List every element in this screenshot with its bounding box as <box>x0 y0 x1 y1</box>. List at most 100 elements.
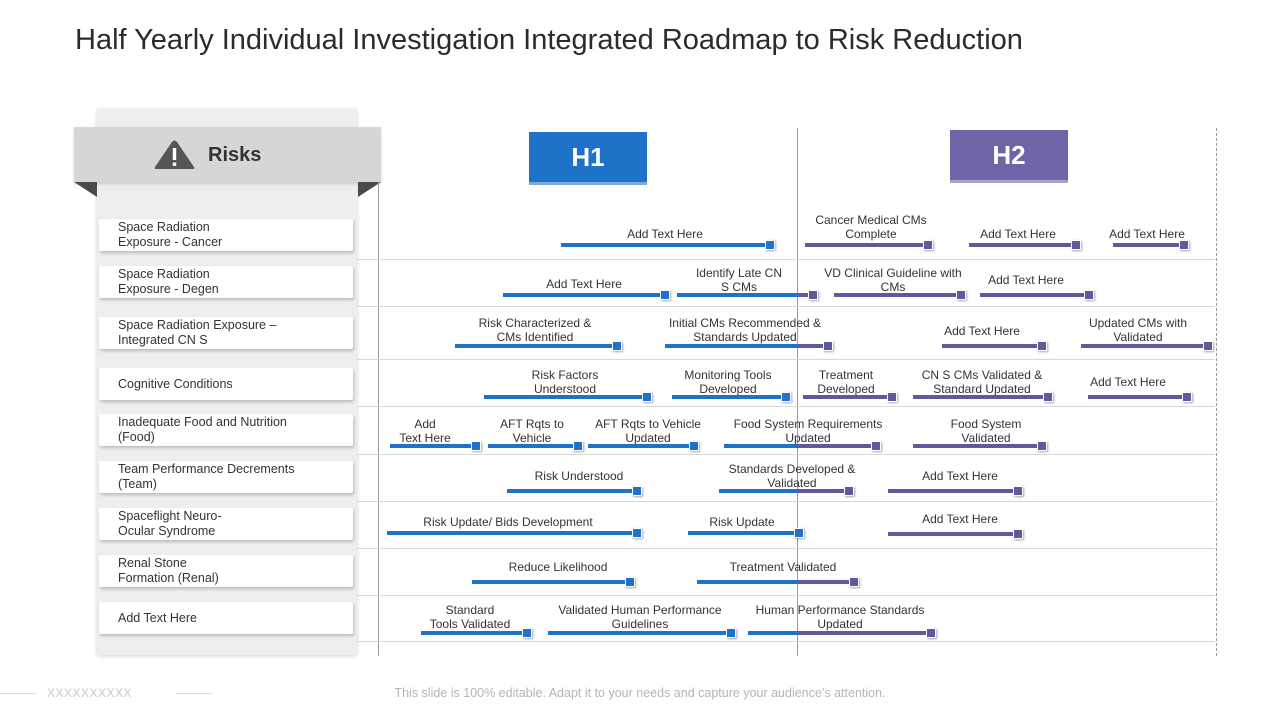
timeline-end-line <box>1216 128 1217 656</box>
milestone-marker <box>871 441 881 451</box>
task-bar <box>719 486 854 496</box>
task-label: Add Text Here <box>1109 227 1185 241</box>
task-label: Add Text Here <box>922 512 998 526</box>
task-label: Validated Human Performance Guidelines <box>558 603 722 631</box>
task-label: Risk Factors Understood <box>531 368 599 396</box>
task-label: Standard Tools Validated <box>429 603 511 631</box>
milestone-marker <box>923 240 933 250</box>
milestone-marker <box>765 240 775 250</box>
task-bar <box>688 528 804 538</box>
task-label: Risk Update <box>709 515 775 529</box>
task-bar <box>888 486 1023 496</box>
risk-card-team: Team Performance Decrements (Team) <box>99 461 353 493</box>
row-separator <box>357 359 1215 360</box>
task-label: Add Text Here <box>546 277 622 291</box>
risks-header-fold-right <box>358 182 381 197</box>
task-bar <box>969 240 1081 250</box>
task-label: Food System Requirements Updated <box>733 417 883 445</box>
milestone-marker <box>612 341 622 351</box>
task-bar <box>1081 341 1213 351</box>
footer-note: This slide is 100% editable. Adapt it to… <box>394 686 886 700</box>
footer-rule-left <box>0 693 36 694</box>
task-bar <box>805 240 933 250</box>
milestone-marker <box>632 528 642 538</box>
task-bar <box>942 341 1047 351</box>
row-separator <box>357 641 1215 642</box>
milestone-marker <box>1084 290 1094 300</box>
milestone-marker <box>642 392 652 402</box>
task-bar <box>803 392 897 402</box>
task-bar <box>484 392 652 402</box>
milestone-marker <box>1182 392 1192 402</box>
task-label: Identify Late CN S CMs <box>695 266 783 294</box>
task-label: Updated CMs with Validated <box>1088 316 1188 344</box>
task-bar <box>503 290 670 300</box>
task-bar <box>748 628 936 638</box>
milestone-marker <box>726 628 736 638</box>
task-bar <box>561 240 775 250</box>
row-separator <box>357 548 1215 549</box>
task-label: Human Performance Standards Updated <box>755 603 925 631</box>
row-separator <box>357 595 1215 596</box>
task-bar <box>421 628 532 638</box>
task-label: Reduce Likelihood <box>508 560 608 574</box>
task-label: Treatment Validated <box>729 560 837 574</box>
risks-header-fold-left <box>74 182 97 197</box>
row-separator <box>357 259 1215 260</box>
milestone-marker <box>1179 240 1189 250</box>
milestone-marker <box>808 290 818 300</box>
task-bar <box>834 290 966 300</box>
task-bar <box>472 577 635 587</box>
task-bar <box>507 486 642 496</box>
milestone-marker <box>794 528 804 538</box>
risk-card-cancer: Space Radiation Exposure - Cancer <box>99 219 353 251</box>
task-bar <box>1088 392 1192 402</box>
task-label: Food System Validated <box>950 417 1022 445</box>
task-label: Monitoring Tools Developed <box>684 368 772 396</box>
row-separator <box>357 306 1215 307</box>
row-separator <box>357 501 1215 502</box>
task-bar <box>455 341 622 351</box>
milestone-marker <box>887 392 897 402</box>
risk-label: Add Text Here <box>118 610 197 625</box>
milestone-marker <box>1037 441 1047 451</box>
task-bar <box>488 441 583 451</box>
row-separator <box>357 406 1215 407</box>
milestone-marker <box>689 441 699 451</box>
task-bar <box>980 290 1094 300</box>
task-label: Risk Update/ Bids Development <box>423 515 593 529</box>
risk-card-cns: Space Radiation Exposure – Integrated CN… <box>99 317 353 349</box>
task-label: Cancer Medical CMs Complete <box>815 213 927 241</box>
risk-label: Space Radiation Exposure - Degen <box>118 267 219 296</box>
risk-label: Space Radiation Exposure – Integrated CN… <box>118 318 277 347</box>
task-label: AFT Rqts to Vehicle Updated <box>595 417 701 445</box>
task-label: Add Text Here <box>922 469 998 483</box>
risk-label: Cognitive Conditions <box>118 376 233 391</box>
risks-title: Risks <box>208 144 262 166</box>
half-divider-line <box>797 128 798 656</box>
task-label: Initial CMs Recommended & Standards Upda… <box>668 316 822 344</box>
task-bar <box>665 341 833 351</box>
tab-h2: H2 <box>950 130 1068 180</box>
milestone-marker <box>1013 486 1023 496</box>
milestone-marker <box>823 341 833 351</box>
milestone-marker <box>632 486 642 496</box>
risk-label: Renal Stone Formation (Renal) <box>118 556 219 585</box>
milestone-marker <box>573 441 583 451</box>
task-bar <box>387 528 642 538</box>
row-separator <box>357 454 1215 455</box>
milestone-marker <box>471 441 481 451</box>
task-label: Standards Developed & Validated <box>728 462 856 490</box>
task-bar <box>588 441 699 451</box>
task-label: Treatment Developed <box>817 368 875 396</box>
page-title: Half Yearly Individual Investigation Int… <box>75 24 1023 56</box>
milestone-marker <box>625 577 635 587</box>
task-label: CN S CMs Validated & Standard Updated <box>921 368 1043 396</box>
milestone-marker <box>522 628 532 638</box>
timeline-start-line <box>378 182 379 656</box>
task-label: Add Text Here <box>399 417 451 445</box>
task-bar <box>913 441 1047 451</box>
task-bar <box>390 441 481 451</box>
risk-card-degen: Space Radiation Exposure - Degen <box>99 266 353 298</box>
milestone-marker <box>844 486 854 496</box>
